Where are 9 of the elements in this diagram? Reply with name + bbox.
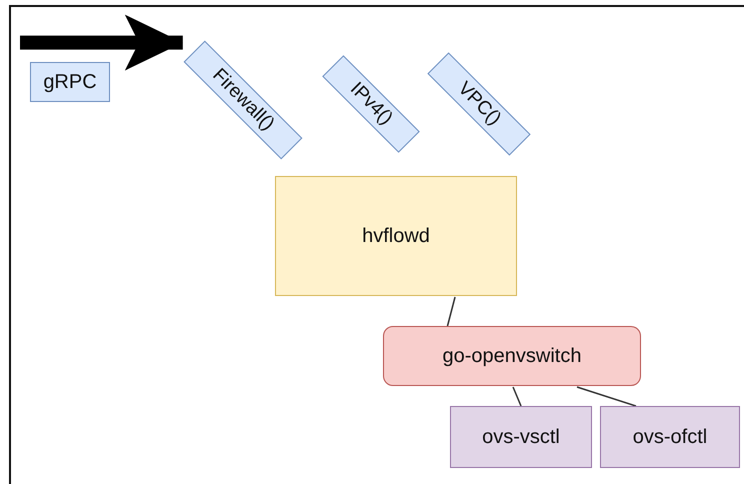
tool-box: ovs-vsctl	[450, 406, 592, 468]
connector-line	[512, 386, 522, 406]
library-box: go-openvswitch	[383, 326, 641, 386]
connector-line	[446, 296, 456, 326]
tool-box: ovs-ofctl	[600, 406, 740, 468]
connector-line	[576, 386, 636, 407]
process-box: hvflowd	[275, 176, 517, 296]
arrow	[20, 14, 183, 71]
label-box: gRPC	[30, 62, 110, 102]
